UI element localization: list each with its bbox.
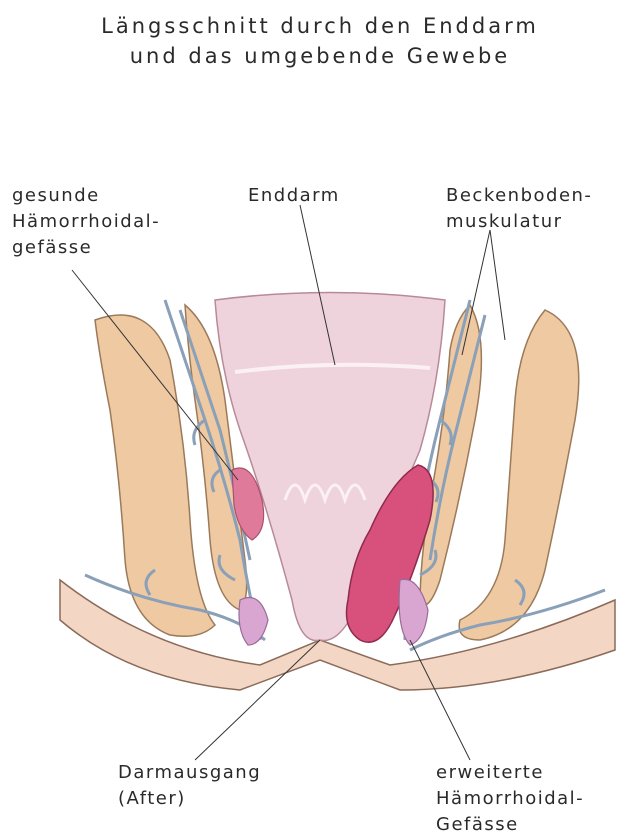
label-healthy-vessels: gesunde Hämorrhoidal- gefässe xyxy=(12,183,160,261)
label-pelvic-floor: Beckenboden- muskulatur xyxy=(446,183,592,235)
leader-pelvic-floor-2 xyxy=(490,230,505,340)
label-dilated-vessels-line-3: Gefässe xyxy=(436,812,584,838)
label-healthy-vessels-line-2: Hämorrhoidal- xyxy=(12,209,160,235)
label-pelvic-floor-line-2: muskulatur xyxy=(446,209,592,235)
label-rectum: Enddarm xyxy=(248,183,340,209)
label-healthy-vessels-line-3: gefässe xyxy=(12,235,160,261)
label-dilated-vessels-line-1: erweiterte xyxy=(436,760,584,786)
label-dilated-vessels: erweiterte Hämorrhoidal- Gefässe xyxy=(436,760,584,838)
label-healthy-vessels-line-1: gesunde xyxy=(12,183,160,209)
label-anus-line-1: Darmausgang xyxy=(118,760,261,786)
label-anus-line-2: (After) xyxy=(118,786,261,812)
label-pelvic-floor-line-1: Beckenboden- xyxy=(446,183,592,209)
label-anus: Darmausgang (After) xyxy=(118,760,261,812)
label-dilated-vessels-line-2: Hämorrhoidal- xyxy=(436,786,584,812)
